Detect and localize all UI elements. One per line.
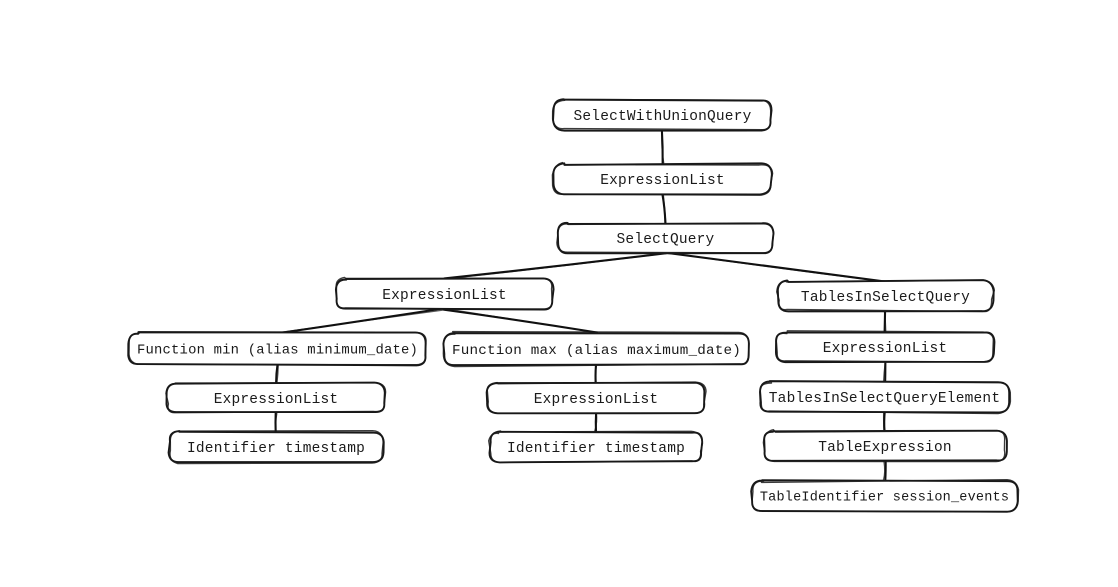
node-label: ExpressionList xyxy=(600,173,725,189)
tree-edge xyxy=(594,363,597,385)
nodes-layer: SelectWithUnionQueryExpressionListSelect… xyxy=(127,98,1020,513)
tree-node[interactable]: SelectWithUnionQuery xyxy=(551,98,773,132)
node-box-sketch-pass xyxy=(762,429,1006,463)
tree-node[interactable]: Function min (alias minimum_date) xyxy=(127,331,427,367)
tree-edge xyxy=(443,307,599,334)
node-label: ExpressionList xyxy=(214,392,339,408)
node-label: Identifier timestamp xyxy=(187,441,365,457)
tree-edge xyxy=(443,252,668,280)
tree-node[interactable]: TablesInSelectQueryElement xyxy=(759,380,1012,415)
node-box-sketch-pass xyxy=(488,430,704,464)
node-box-sketch-pass xyxy=(128,331,427,366)
tree-node[interactable]: SelectQuery xyxy=(556,221,775,255)
node-label: TableExpression xyxy=(818,440,952,456)
tree-node[interactable]: ExpressionList xyxy=(165,381,387,414)
tree-node[interactable]: TablesInSelectQuery xyxy=(776,279,996,313)
tree-node[interactable]: ExpressionList xyxy=(774,330,996,364)
tree-node[interactable]: Identifier timestamp xyxy=(167,429,385,465)
node-box-sketch-pass xyxy=(551,161,774,196)
node-label: TableIdentifier session_events xyxy=(760,491,1009,506)
node-box-sketch-pass xyxy=(551,98,772,131)
tree-node[interactable]: Identifier timestamp xyxy=(488,430,704,464)
tree-edge xyxy=(882,360,887,383)
node-box-sketch-pass xyxy=(165,381,387,414)
node-label: ExpressionList xyxy=(534,392,659,408)
node-label: Function max (alias maximum_date) xyxy=(452,343,741,359)
node-label: Identifier timestamp xyxy=(507,441,685,457)
tree-node[interactable]: Function max (alias maximum_date) xyxy=(442,330,750,368)
node-box-sketch-pass xyxy=(775,330,995,363)
node-label: SelectQuery xyxy=(617,232,715,248)
node-label: Function min (alias minimum_date) xyxy=(137,343,418,359)
node-box-sketch-pass xyxy=(442,330,750,368)
tree-node[interactable]: TableExpression xyxy=(762,429,1008,463)
tree-node[interactable]: TableIdentifier session_events xyxy=(750,479,1020,513)
tree-node[interactable]: ExpressionList xyxy=(485,381,707,415)
node-box-sketch-pass xyxy=(556,222,775,254)
tree-edge xyxy=(665,251,887,283)
tree-edge xyxy=(275,307,446,335)
tree-node[interactable]: ExpressionList xyxy=(551,161,774,196)
node-label: TablesInSelectQueryElement xyxy=(769,391,1000,407)
tree-edge xyxy=(275,363,279,385)
tree-edge xyxy=(661,192,667,225)
node-box-sketch-pass xyxy=(776,279,996,313)
tree-node[interactable]: ExpressionList xyxy=(334,276,555,311)
node-box-sketch-pass xyxy=(486,381,707,414)
tree-edge xyxy=(883,309,887,334)
node-box-sketch-pass xyxy=(335,276,553,310)
node-label: ExpressionList xyxy=(823,341,948,357)
node-box-sketch-pass xyxy=(751,479,1020,513)
edges-layer xyxy=(274,129,887,482)
node-label: TablesInSelectQuery xyxy=(801,290,970,306)
tree-edge xyxy=(660,129,665,165)
node-label: ExpressionList xyxy=(382,288,507,304)
tree-edge xyxy=(594,411,598,433)
node-box-sketch-pass xyxy=(759,380,1012,415)
node-label: SelectWithUnionQuery xyxy=(573,109,751,125)
node-box-sketch-pass xyxy=(169,429,384,465)
tree-edge xyxy=(882,460,887,482)
tree-edge xyxy=(882,410,886,433)
tree-edge xyxy=(274,411,278,434)
